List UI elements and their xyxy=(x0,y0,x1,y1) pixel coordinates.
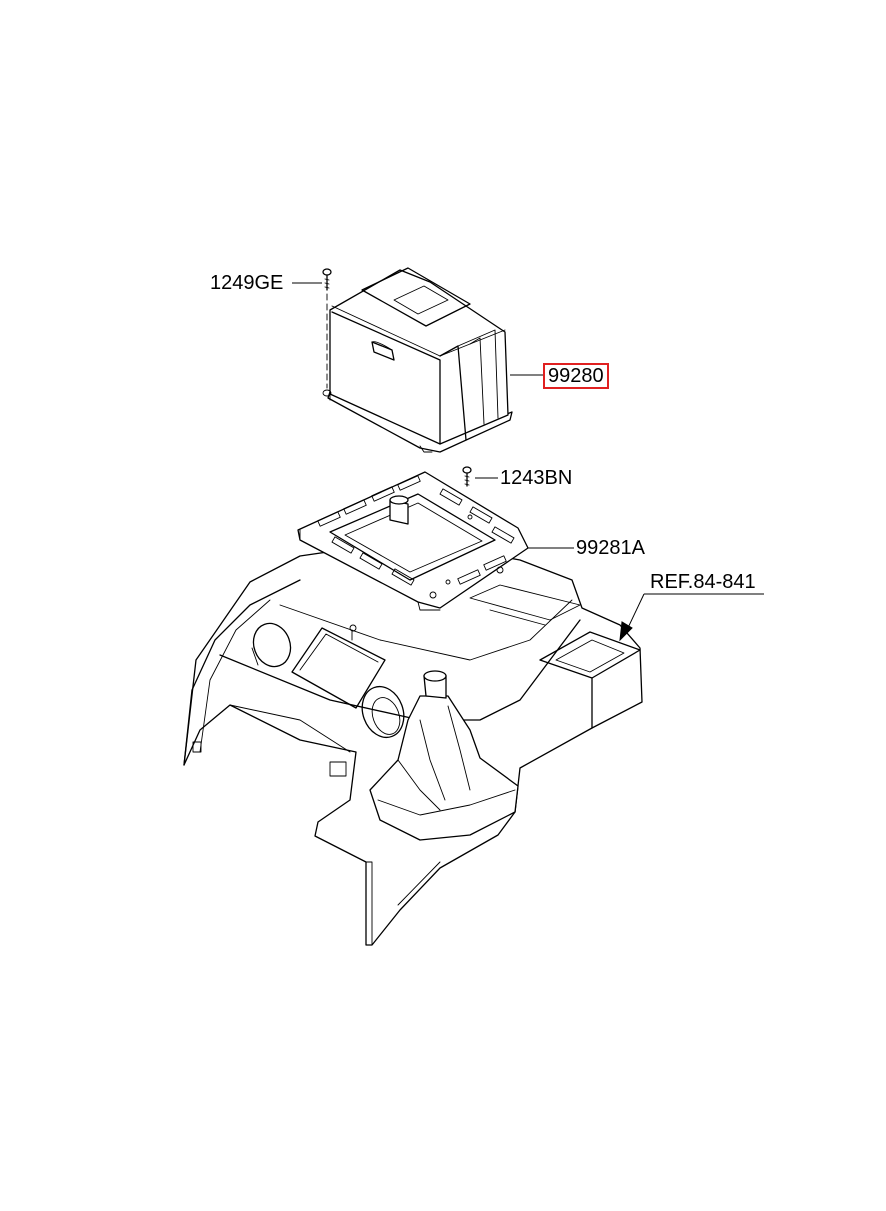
ref-arrow-head xyxy=(619,621,633,642)
callout-ref-84-841[interactable]: REF.84-841 xyxy=(650,571,756,593)
screw-1243bn-drawing xyxy=(462,466,472,487)
bracket-slots xyxy=(317,475,515,586)
floor-console-drawing xyxy=(183,539,643,946)
screw-1249ge-drawing xyxy=(322,268,332,397)
callout-99280[interactable]: 99280 xyxy=(543,363,609,389)
mounting-bracket-drawing xyxy=(297,471,529,611)
callout-1249ge[interactable]: 1249GE xyxy=(210,272,284,294)
callout-1243bn[interactable]: 1243BN xyxy=(500,467,573,489)
leader-lines xyxy=(292,282,764,633)
console-cover-drawing xyxy=(327,267,513,453)
callout-99281a[interactable]: 99281A xyxy=(576,537,645,559)
